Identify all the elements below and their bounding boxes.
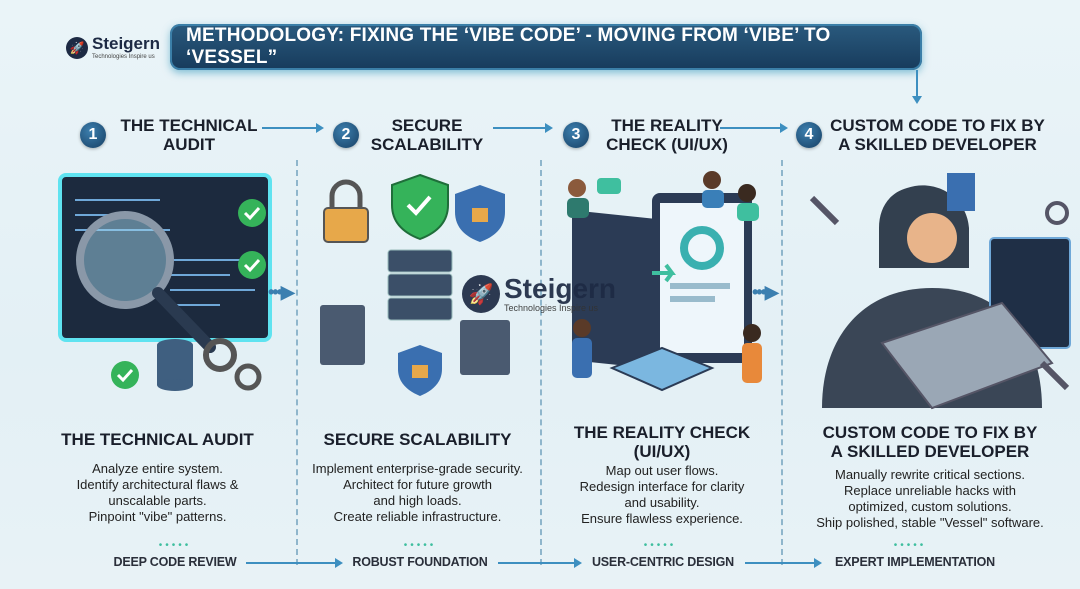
server-icon	[320, 305, 510, 375]
step-title: THE REALITY CHECK (UI/UX)	[573, 423, 751, 461]
step-title: SECURE SCALABILITY	[323, 430, 512, 449]
arrow-icon	[262, 123, 324, 133]
step-number: 1	[80, 122, 106, 148]
user-avatar	[737, 184, 759, 221]
desc-line: unscalable parts.	[108, 493, 207, 508]
arrow-down-icon	[912, 96, 922, 104]
desc-line: Ensure flawless experience.	[581, 511, 743, 526]
wrench-icon	[809, 195, 840, 226]
laptop-icon	[880, 301, 1054, 410]
step-description: Analyze entire system.Identify architect…	[40, 461, 275, 525]
arrow-icon	[720, 123, 788, 133]
user-avatar	[572, 319, 592, 378]
step-header-title: CUSTOM CODE TO FIX BY A SKILLED DEVELOPE…	[830, 116, 1045, 154]
user-avatar	[567, 179, 589, 218]
step-number: 3	[563, 122, 589, 148]
step-4-details: CUSTOM CODE TO FIX BY A SKILLED DEVELOPE…	[790, 423, 1070, 531]
step-description: Manually rewrite critical sections.Repla…	[790, 467, 1070, 531]
user-avatar	[702, 171, 724, 208]
bottom-label: USER-CENTRIC DESIGN	[591, 555, 735, 569]
check-icon	[238, 199, 266, 227]
desc-line: Identify architectural flaws &	[76, 477, 239, 492]
step-title: THE TECHNICAL AUDIT	[61, 430, 254, 449]
desc-line: optimized, custom solutions.	[848, 499, 1012, 514]
server-stack-icon	[387, 249, 453, 321]
desc-line: Redesign interface for clarity	[579, 479, 745, 494]
brand-name: Steigern	[92, 34, 161, 53]
desc-line: Manually rewrite critical sections.	[834, 467, 1025, 482]
watermark-tagline: Technologies Inspire us	[504, 302, 599, 313]
desc-line: and high loads.	[373, 493, 462, 508]
security-illustration	[320, 173, 510, 396]
check-icon	[238, 251, 266, 279]
bottom-label: EXPERT IMPLEMENTATION	[835, 555, 995, 569]
step-header-title: SECURE SCALABILITY	[370, 116, 484, 154]
desc-line: Map out user flows.	[605, 463, 719, 478]
rocket-icon: 🚀	[66, 37, 88, 59]
step-header-1: 1 THE TECHNICAL AUDIT	[80, 116, 264, 154]
desc-line: Architect for future growth	[343, 477, 492, 492]
gear-icon	[1045, 201, 1069, 225]
step-1-details: THE TECHNICAL AUDIT Analyze entire syste…	[40, 430, 275, 525]
desc-line: and usability.	[624, 495, 700, 510]
desc-line: Create reliable infrastructure.	[333, 509, 502, 524]
column-divider	[781, 160, 783, 565]
arrow-icon	[246, 558, 343, 568]
arrow-icon	[493, 123, 553, 133]
gear-icon	[234, 363, 262, 391]
column-divider	[540, 160, 542, 565]
page-title: METHODOLOGY: FIXING THE ‘VIBE CODE’ - MO…	[170, 24, 922, 70]
step-header-3: 3 THE REALITY CHECK (UI/UX)	[563, 116, 737, 154]
step-header-4: 4 CUSTOM CODE TO FIX BY A SKILLED DEVELOP…	[796, 116, 1045, 154]
divider-dots: •••••	[158, 540, 192, 551]
bottom-label: ROBUST FOUNDATION	[352, 555, 488, 569]
user-avatar	[742, 324, 762, 383]
banner-connector	[916, 70, 918, 100]
database-icon	[157, 339, 193, 391]
check-icon	[111, 361, 139, 389]
flow-chevron: •••▶	[268, 282, 295, 302]
step-header-2: 2 SECURE SCALABILITY	[333, 116, 487, 154]
step-header-title: THE TECHNICAL AUDIT	[120, 116, 258, 154]
divider-dots: •••••	[643, 540, 677, 551]
step-title: CUSTOM CODE TO FIX BY A SKILLED DEVELOPE…	[822, 423, 1038, 461]
arrow-icon	[745, 558, 822, 568]
chat-bubble-icon	[597, 178, 621, 194]
building-icon	[947, 173, 975, 211]
ui-ux-illustration	[567, 171, 762, 392]
step-description: Map out user flows.Redesign interface fo…	[562, 463, 762, 527]
desc-line: Pinpoint "vibe" patterns.	[88, 509, 227, 524]
bottom-label: DEEP CODE REVIEW	[113, 555, 237, 569]
step-3-details: THE REALITY CHECK (UI/UX) Map out user f…	[562, 423, 762, 527]
step-description: Implement enterprise-grade security.Arch…	[300, 461, 535, 525]
code-audit-illustration	[58, 173, 272, 391]
arrow-icon	[498, 558, 582, 568]
divider-dots: •••••	[893, 540, 927, 551]
magnifier-icon	[76, 211, 174, 309]
flow-chevron: •••▶	[752, 282, 779, 302]
step-2-details: SECURE SCALABILITY Implement enterprise-…	[300, 430, 535, 525]
watermark-name: Steigern	[504, 272, 617, 304]
divider-dots: •••••	[403, 540, 437, 551]
gear-icon	[203, 338, 237, 372]
step-header-title: THE REALITY CHECK (UI/UX)	[606, 116, 728, 154]
brand-tagline: Technologies Inspire us	[92, 54, 155, 60]
desc-line: Replace unreliable hacks with	[844, 483, 1016, 498]
desc-line: Analyze entire system.	[92, 461, 223, 476]
desc-line: Ship polished, stable "Vessel" software.	[816, 515, 1044, 530]
step-number: 4	[796, 122, 822, 148]
desc-line: Implement enterprise-grade security.	[312, 461, 523, 476]
lock-icon	[323, 179, 369, 243]
column-divider	[296, 160, 298, 565]
wrench-icon	[1039, 360, 1070, 391]
step-number: 2	[333, 122, 359, 148]
developer-illustration	[809, 173, 1071, 410]
rocket-icon: 🚀	[462, 275, 500, 313]
